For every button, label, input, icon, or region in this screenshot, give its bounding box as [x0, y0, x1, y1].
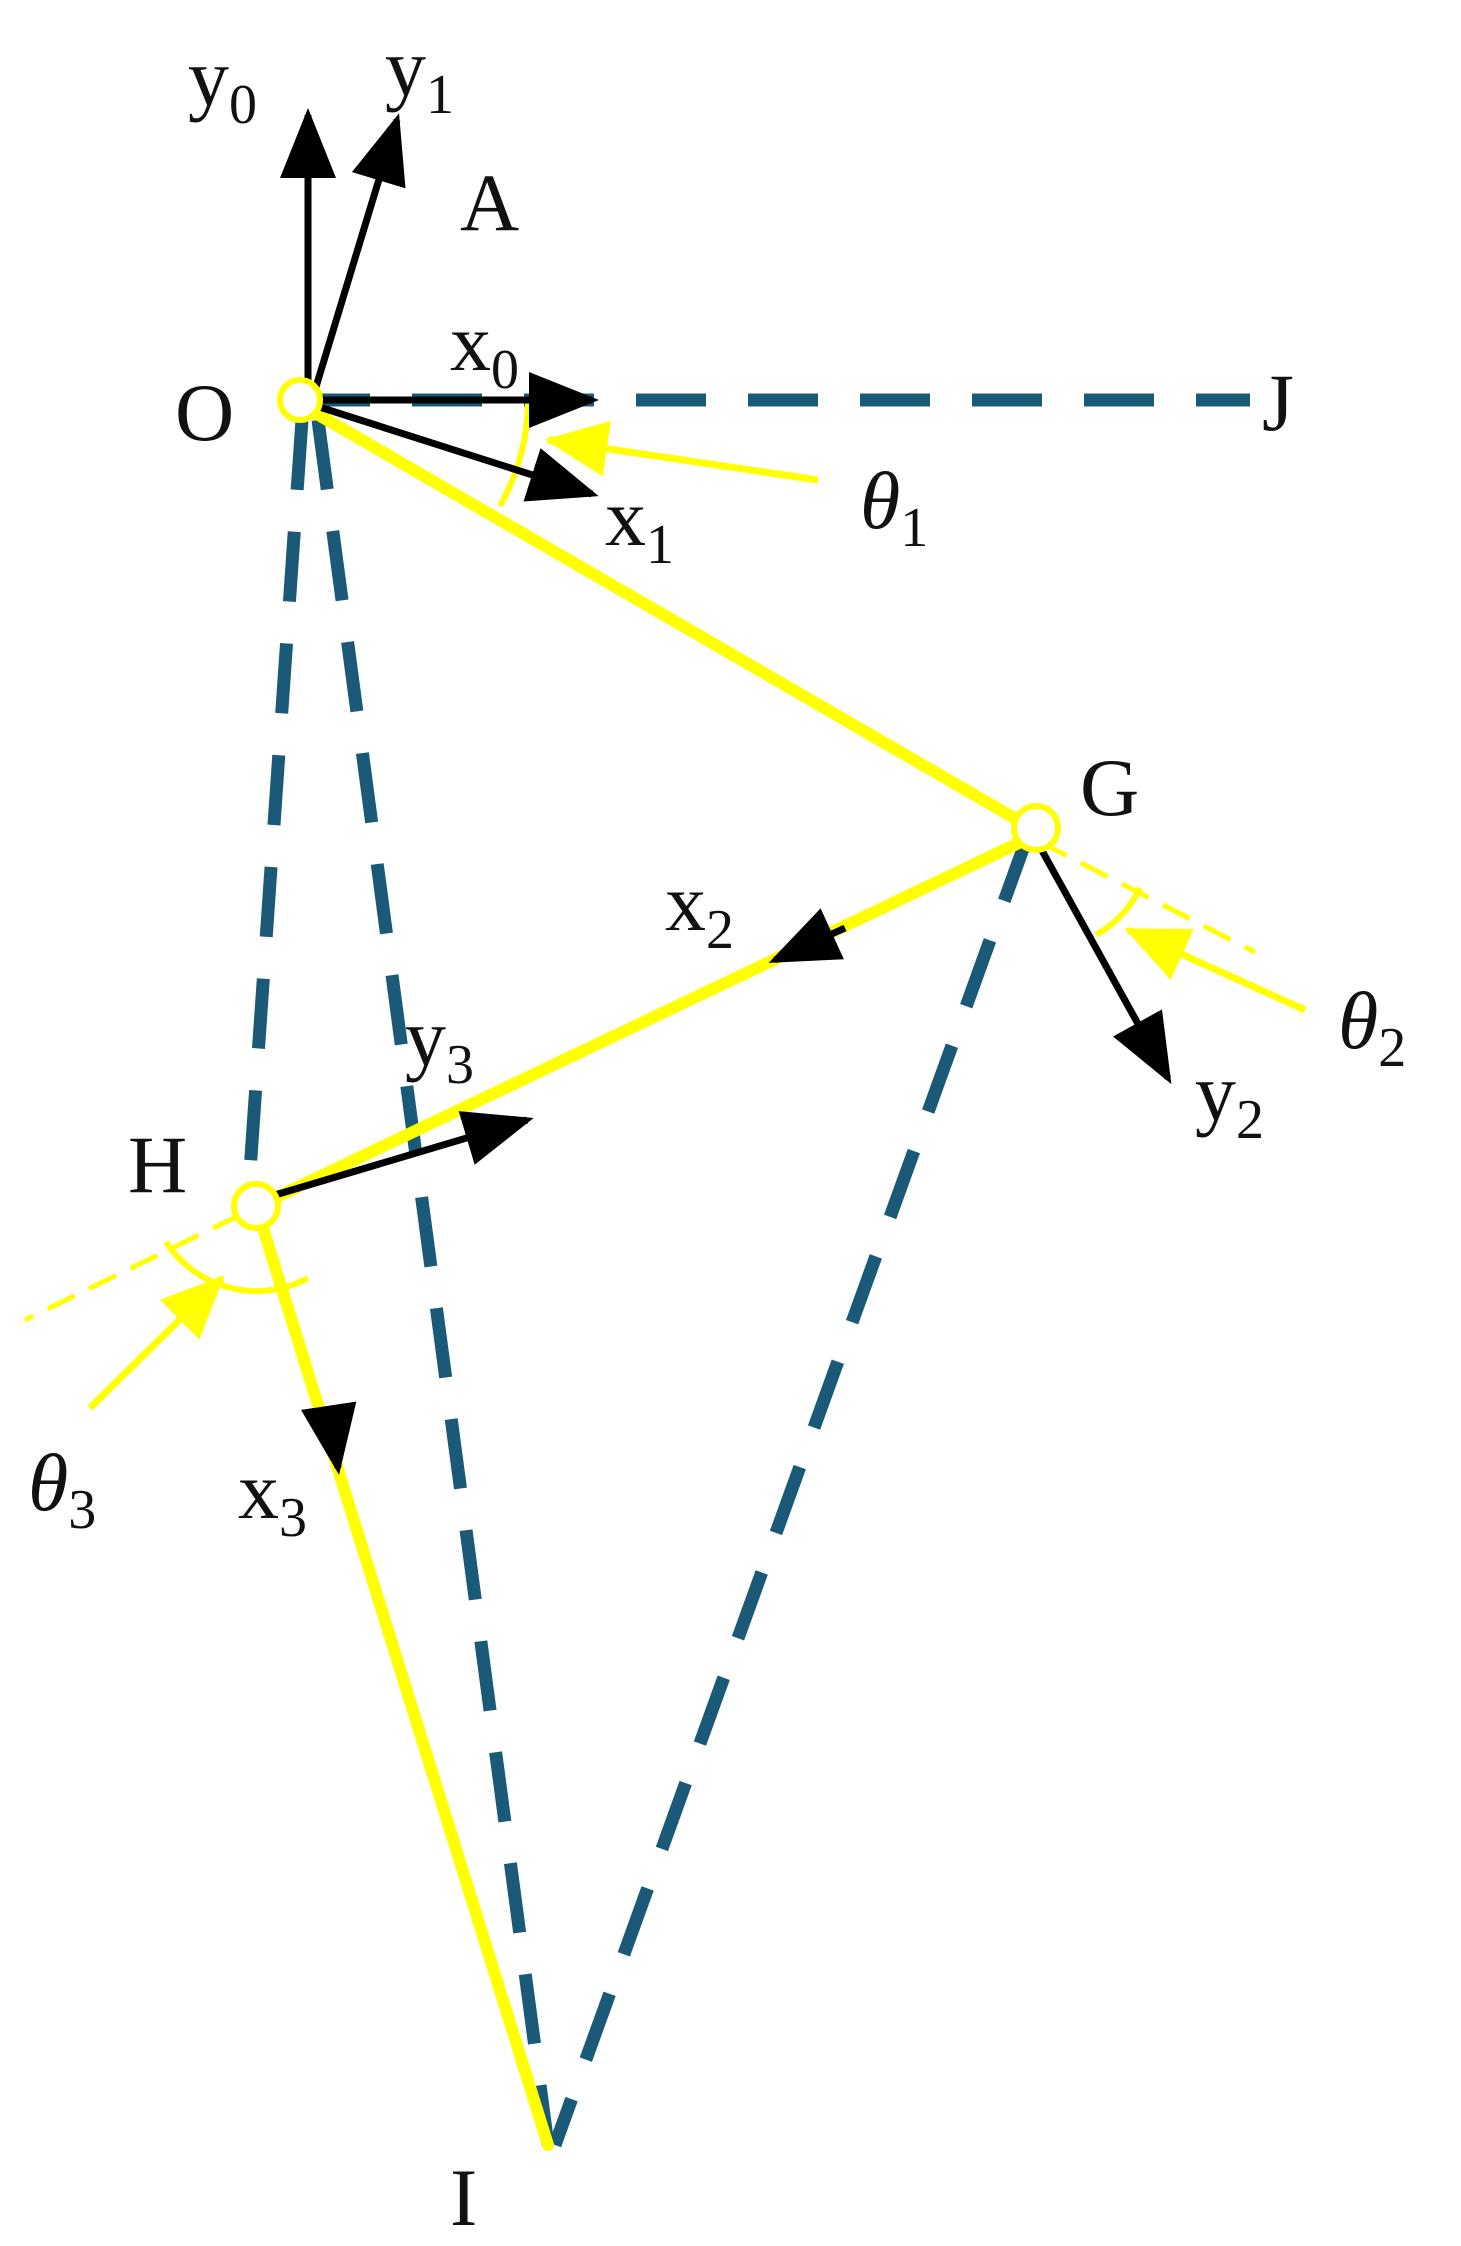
joint-o [277, 377, 323, 423]
label-x3: x3 [238, 1445, 307, 1549]
theta1-pointer [544, 421, 819, 484]
label-j: J [1262, 357, 1294, 448]
label-x2: x2 [665, 857, 734, 961]
label-theta3: θ3 [28, 1437, 96, 1541]
extension-line-g [1038, 839, 1257, 955]
arrow-y3 [264, 1111, 534, 1202]
extension-lines [23, 839, 1257, 1323]
dashed-line-o-i [311, 419, 555, 2146]
axis-labels: y0 y1 x0 x1 x2 y2 y3 x3 [188, 22, 1264, 1549]
arrow-x2 [768, 908, 847, 964]
link-h-i [252, 1206, 554, 2151]
theta2-arc [1094, 886, 1143, 938]
joint-h [231, 1181, 281, 1231]
arrow-x1 [308, 400, 599, 502]
label-x1: x1 [605, 472, 674, 576]
extension-line-h [23, 1212, 242, 1323]
dashed-line-o-h [241, 419, 309, 1201]
label-a: A [460, 157, 519, 248]
link-o-g [304, 404, 1034, 832]
label-o: O [175, 367, 234, 458]
angle-arcs [163, 399, 1143, 1295]
arrow-y2 [1031, 836, 1172, 1085]
label-theta1: θ1 [860, 455, 928, 559]
link-g-h [254, 834, 1031, 1211]
label-theta2: θ2 [1338, 975, 1406, 1079]
angle-pointers [87, 421, 1307, 1411]
point-labels: O A J G H I [128, 157, 1294, 2243]
frame-arrows [264, 108, 1172, 1475]
arrow-x3 [300, 1401, 357, 1475]
label-y2: y2 [1195, 1047, 1264, 1151]
joints [231, 377, 1061, 1231]
theta2-pointer [1124, 926, 1307, 1014]
label-x0: x0 [450, 297, 519, 401]
label-h: H [128, 1119, 187, 1210]
dashed-line-g-i [548, 832, 1035, 2148]
label-g: G [1080, 742, 1139, 833]
label-i: I [450, 2152, 477, 2243]
links [252, 404, 1034, 2151]
label-y0: y0 [188, 32, 257, 136]
label-y1: y1 [385, 22, 454, 126]
joint-g [1011, 803, 1061, 853]
label-y3: y3 [405, 992, 474, 1096]
theta3-pointer [87, 1275, 225, 1411]
theta3-arc [163, 1240, 310, 1295]
arrow-y1 [308, 113, 406, 402]
theta1-arc [497, 399, 531, 508]
angle-labels: θ1 θ2 θ3 [28, 455, 1406, 1541]
